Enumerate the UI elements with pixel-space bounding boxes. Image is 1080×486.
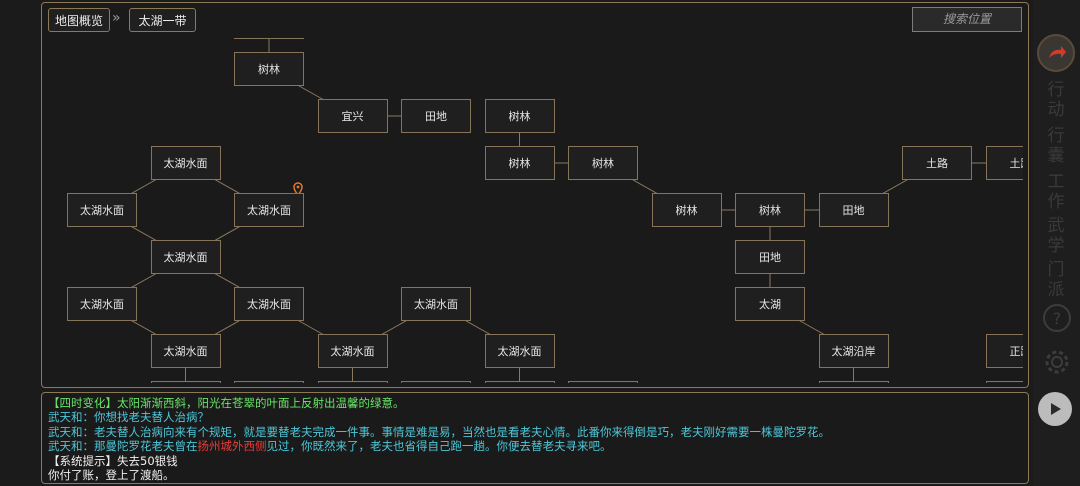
log-line: 武天和：那曼陀罗花老夫曾在扬州城外西侧见过，你既然来了，老夫也省得自己跑一趟。你…: [48, 439, 1023, 453]
current-region-label: 太湖一带: [129, 8, 196, 32]
map-node[interactable]: [985, 381, 1023, 383]
log-line: 武天和：你想找老夫替人治病？: [48, 410, 1023, 424]
map-node[interactable]: 正路: [985, 334, 1023, 368]
map-node[interactable]: 田地: [818, 193, 889, 227]
gear-icon[interactable]: [1041, 346, 1073, 378]
log-line: 武天和：老夫替人治病向来有个规矩，就是要替老夫完成一件事。事情是难是易，当然也是…: [48, 425, 1023, 439]
log-text: 见过，你既然来了，老夫也省得自己跑一趟。你便去替老夫寻来吧。: [266, 439, 612, 454]
map-node[interactable]: 树林: [735, 193, 805, 227]
map-node[interactable]: 太湖水面: [67, 287, 137, 321]
action-menu-item[interactable]: 行动: [1047, 80, 1065, 120]
map-node[interactable]: 太湖水面: [150, 146, 221, 180]
map-node[interactable]: 太湖水面: [150, 240, 221, 274]
log-line: 【四时变化】太阳渐渐西斜，阳光在苍翠的叶面上反射出温馨的绿意。: [48, 396, 1023, 410]
map-node[interactable]: [401, 381, 471, 383]
map-grid[interactable]: 树林宜兴田地树林太湖水面树林树林土路土路太湖水面太湖水面树林树林田地太湖水面田地…: [52, 38, 1023, 383]
map-node[interactable]: 树林: [484, 99, 555, 133]
map-node[interactable]: 太湖水面: [67, 193, 137, 227]
message-log-panel: [41, 392, 1029, 484]
map-node[interactable]: 太湖沿岸: [818, 334, 889, 368]
map-node[interactable]: 太湖水面: [234, 193, 304, 227]
map-node[interactable]: 树林: [484, 146, 555, 180]
log-text: 武天和：老夫替人治病向来有个规矩，就是要替老夫完成一件事。事情是难是易，当然也是…: [48, 424, 830, 439]
sect-menu-item[interactable]: 门派: [1047, 260, 1065, 300]
log-line: 【系统提示】失去50银钱: [48, 454, 1023, 468]
map-node[interactable]: 土路: [985, 146, 1023, 180]
log-text: 武天和：那曼陀罗花老夫曾在: [48, 439, 198, 454]
right-sidebar: 行动 行囊 工作 武学 门派 ?: [1033, 0, 1080, 486]
map-node[interactable]: 树林: [651, 193, 722, 227]
map-node[interactable]: [484, 381, 555, 383]
map-node[interactable]: 土路: [902, 146, 972, 180]
map-node[interactable]: [317, 381, 388, 383]
map-node[interactable]: 太湖水面: [401, 287, 471, 321]
map-node[interactable]: 树林: [234, 52, 304, 86]
map-node[interactable]: [818, 381, 889, 383]
map-node[interactable]: 太湖水面: [317, 334, 388, 368]
play-icon[interactable]: [1038, 392, 1072, 426]
map-node[interactable]: 田地: [735, 240, 805, 274]
map-node[interactable]: 宜兴: [317, 99, 388, 133]
help-icon[interactable]: ?: [1043, 304, 1071, 332]
inventory-menu-item[interactable]: 行囊: [1047, 126, 1065, 166]
map-node[interactable]: 田地: [401, 99, 471, 133]
work-menu-item[interactable]: 工作: [1047, 172, 1065, 212]
map-node[interactable]: 太湖水面: [150, 334, 221, 368]
log-text: 武天和：你想找老夫替人治病？: [48, 410, 209, 425]
map-node[interactable]: 树林: [568, 146, 638, 180]
location-link[interactable]: 扬州城外西侧: [197, 439, 267, 454]
map-node[interactable]: [150, 381, 221, 383]
map-node[interactable]: 太湖水面: [484, 334, 555, 368]
map-node[interactable]: 太湖水面: [234, 287, 304, 321]
breadcrumb-separator: »: [112, 10, 121, 26]
martial-arts-menu-item[interactable]: 武学: [1047, 216, 1065, 256]
map-node[interactable]: 太湖: [735, 287, 805, 321]
log-text: 【系统提示】失去50银钱: [48, 453, 178, 468]
log-text: 你付了账，登上了渡船。: [48, 468, 175, 483]
return-arrow-icon[interactable]: [1037, 34, 1075, 72]
log-line: 你付了账，登上了渡船。: [48, 468, 1023, 482]
message-log: 【四时变化】太阳渐渐西斜，阳光在苍翠的叶面上反射出温馨的绿意。武天和：你想找老夫…: [48, 396, 1023, 482]
map-node[interactable]: [568, 381, 638, 383]
search-location-input[interactable]: 搜索位置: [912, 7, 1022, 32]
map-node[interactable]: [234, 381, 304, 383]
map-node[interactable]: [234, 38, 304, 39]
map-overview-button[interactable]: 地图概览: [48, 8, 110, 32]
log-text: 【四时变化】太阳渐渐西斜，阳光在苍翠的叶面上反射出温馨的绿意。: [48, 396, 405, 410]
